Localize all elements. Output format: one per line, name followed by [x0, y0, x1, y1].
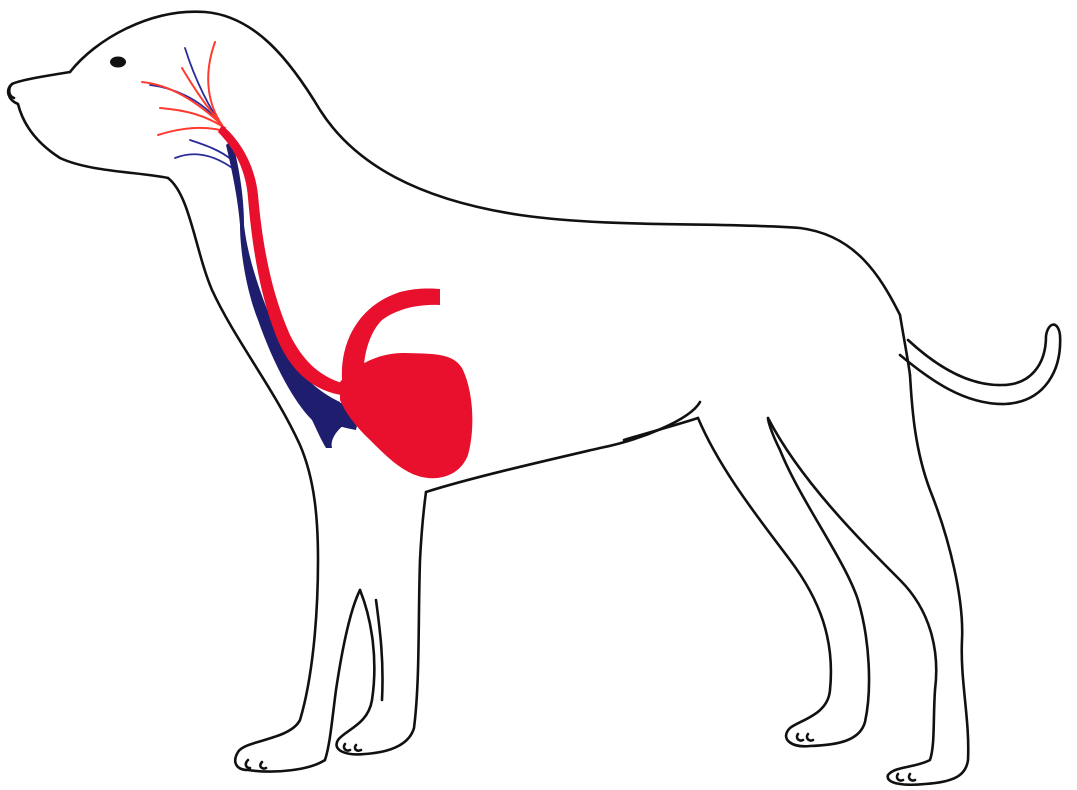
dog-eye: [110, 57, 126, 68]
head-vein-branch: [150, 85, 215, 118]
dog-back-outline: [70, 12, 910, 375]
heart: [340, 353, 472, 478]
dog-paw-details: [246, 734, 915, 781]
dog-outline: [8, 12, 1060, 785]
dog-nose-outline: [9, 84, 14, 98]
head-artery-branch: [158, 128, 228, 135]
head-artery-branch: [142, 82, 222, 125]
dog-tail-outline: [900, 325, 1060, 404]
dog-muzzle-outline: [8, 72, 168, 178]
dog-near-hind-leg-outline: [698, 418, 869, 746]
dog-belly-fold-outline: [624, 418, 698, 440]
dog-far-front-leg-outline: [376, 600, 383, 700]
